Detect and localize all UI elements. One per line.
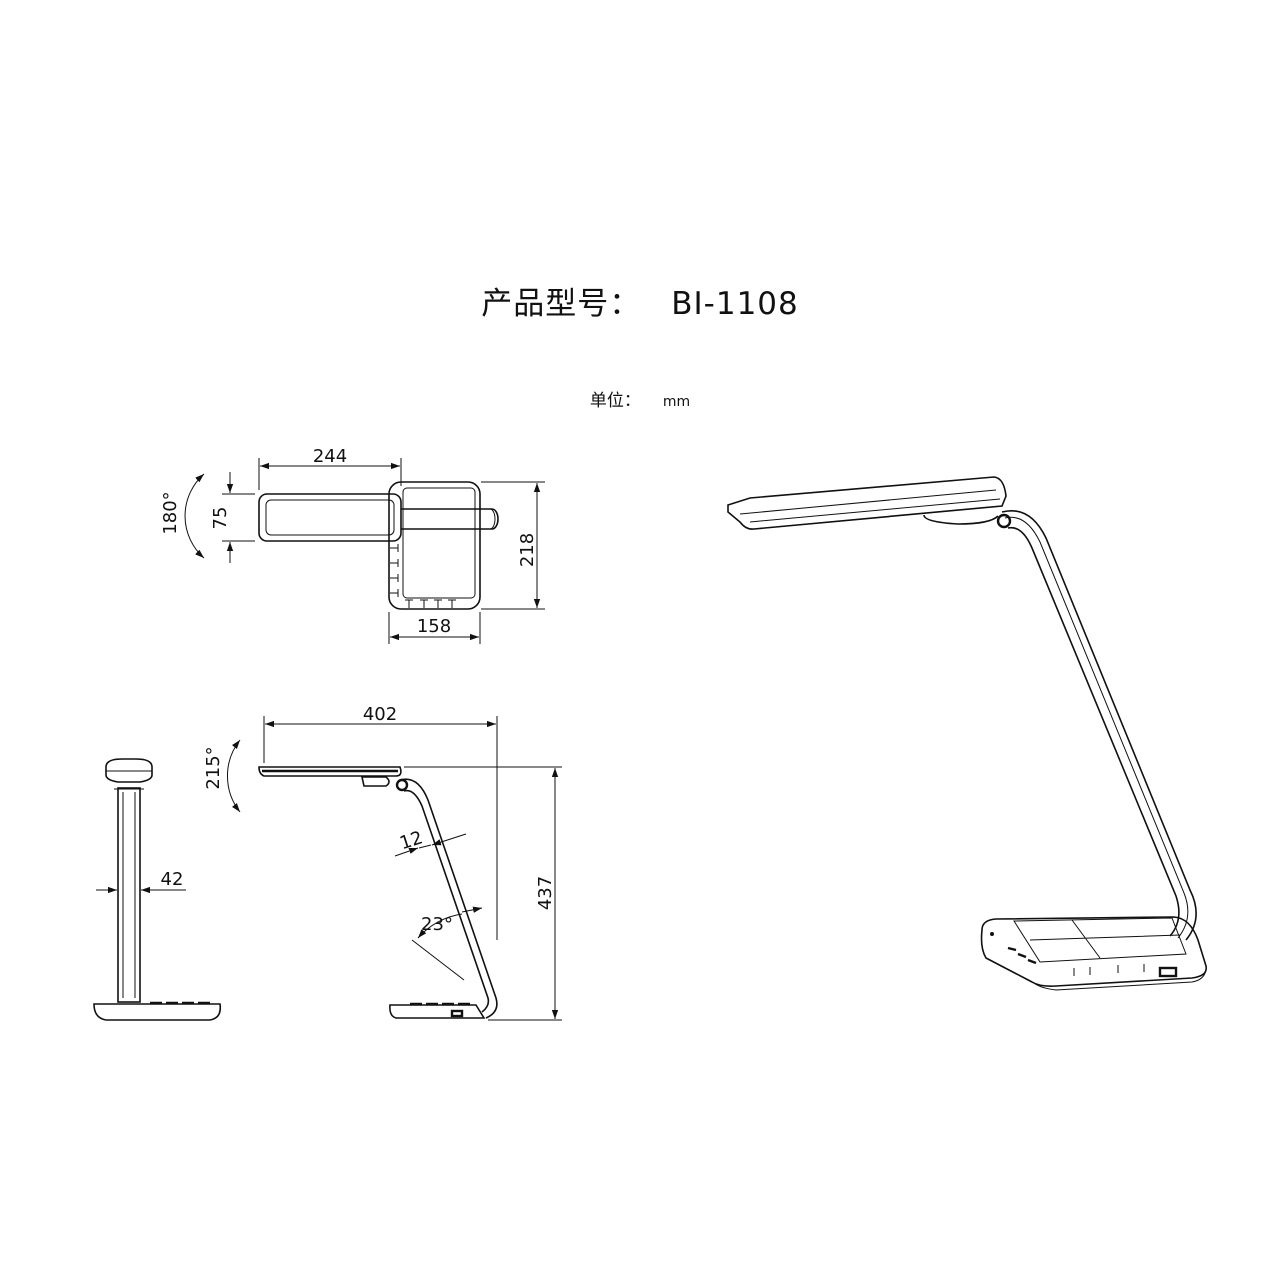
rotation-180-label: 180°: [160, 491, 181, 534]
dim-arm-width-label: 12: [397, 827, 425, 854]
top-view: 244 75 180° 218 158: [160, 446, 545, 644]
dim-side-height: [404, 766, 562, 1021]
side-lamp-head: [258, 766, 402, 787]
rotation-arc-180: [184, 473, 205, 559]
base-buttons-side: [390, 544, 399, 597]
front-view: 42: [93, 758, 222, 1021]
base-buttons-front: [405, 599, 456, 608]
lamp-head-top: [258, 493, 402, 542]
perspective-view: [727, 476, 1208, 991]
perspective-arm: [996, 510, 1197, 941]
page-title: 产品型号： BI-1108: [0, 278, 1280, 323]
dim-arm-angle-label: 23°: [421, 914, 453, 935]
perspective-base: [980, 916, 1208, 991]
dim-side-height-label: 437: [535, 876, 556, 910]
perspective-lamp-head: [727, 476, 1007, 530]
model-number: BI-1108: [671, 286, 799, 322]
dim-head-length: [258, 458, 402, 490]
rotation-215-label: 215°: [203, 746, 224, 789]
dim-head-width-label: 75: [210, 507, 231, 530]
dim-base-depth-label: 218: [517, 533, 538, 567]
side-base: [389, 1002, 486, 1019]
front-base: [93, 1001, 222, 1021]
dim-head-width: [222, 472, 255, 563]
side-arm: [395, 778, 498, 1019]
rotation-arc-215: [227, 739, 241, 813]
arm-top: [401, 508, 499, 530]
dim-front-arm-width-label: 42: [161, 869, 184, 890]
front-arm: [117, 787, 141, 1003]
title-label: 产品型号：: [481, 286, 642, 322]
dim-side-length-label: 402: [363, 704, 397, 725]
unit-note: 单位： mm: [0, 386, 1280, 411]
dim-base-depth: [481, 481, 545, 610]
side-view: 402 215° 437 12 23°: [203, 704, 562, 1021]
dim-arm-width: [394, 833, 467, 857]
dim-base-width: [388, 612, 481, 644]
dim-head-length-label: 244: [313, 446, 347, 467]
dim-side-length: [263, 716, 498, 940]
unit-label: 单位：: [589, 391, 641, 411]
unit-value: mm: [662, 394, 691, 410]
base-top: [388, 481, 481, 610]
front-head-cap: [105, 758, 153, 790]
dim-base-width-label: 158: [417, 616, 451, 637]
dim-arm-angle: [411, 906, 483, 981]
